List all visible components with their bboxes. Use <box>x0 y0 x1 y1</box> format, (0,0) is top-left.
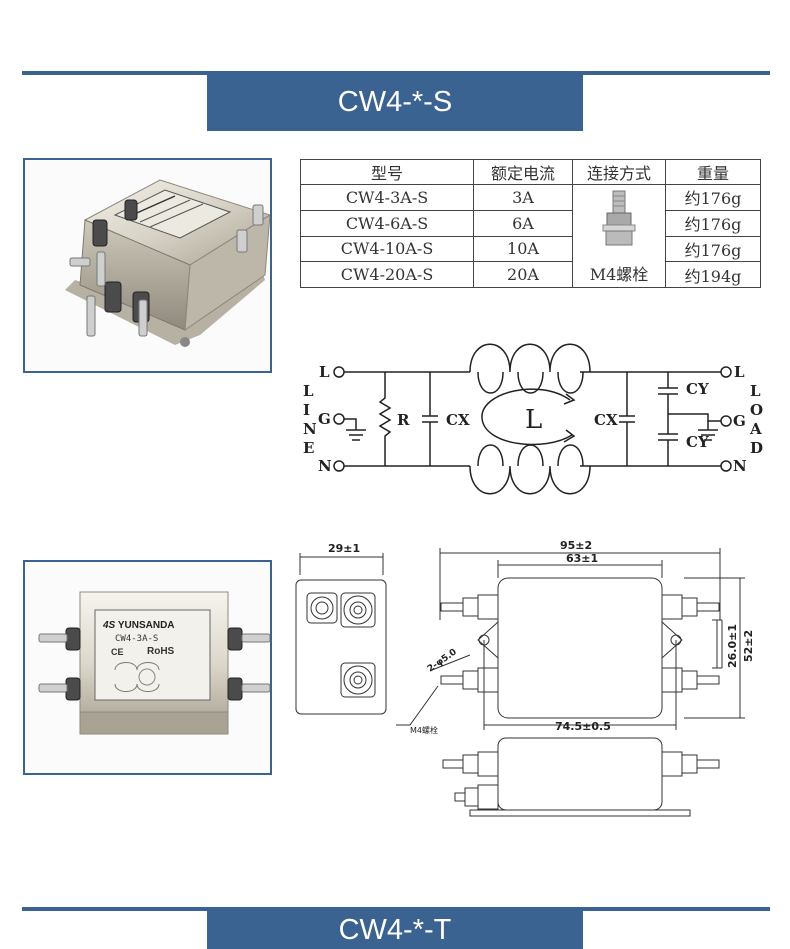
m4-bolt-icon <box>602 190 636 246</box>
brand-name: YUNSANDA <box>117 620 175 631</box>
inductor-label: L <box>525 405 542 435</box>
resistor-label: R <box>397 411 410 429</box>
cx-right-label: CX <box>594 411 618 429</box>
terminal-label-G: G <box>318 410 331 428</box>
line-letter: E <box>303 439 314 457</box>
terminal-circle <box>720 366 732 378</box>
label-rohs: RoHS <box>147 646 175 657</box>
cell-weight: 约176g <box>665 184 761 211</box>
circuit-schematic: L I N E L G N L O A D L G N R CX CX CY C… <box>303 343 763 495</box>
cell-connection: M4螺栓 <box>572 184 666 288</box>
dim-total-length: 95±2 <box>560 539 592 552</box>
terminal-label-N: N <box>318 457 332 475</box>
col-header-weight: 重量 <box>665 159 761 185</box>
label-ce: CE <box>111 647 124 657</box>
line-letter: I <box>303 401 310 419</box>
terminal-circle <box>720 415 732 427</box>
cell-weight: 约194g <box>665 261 761 288</box>
next-section-title: CW4-*-T <box>207 909 583 949</box>
label-model: CW4-3A-S <box>115 634 159 644</box>
col-header-model: 型号 <box>300 159 474 185</box>
dim-height-outer: 52±2 <box>742 630 755 662</box>
load-letter: O <box>750 401 763 419</box>
terminal-label-N-load: N <box>733 457 747 475</box>
table-row: CW4-6A-S 6A 约176g <box>300 209 761 237</box>
load-letter: A <box>749 420 762 438</box>
cell-current: 3A <box>473 184 573 211</box>
terminal-circle <box>333 460 345 472</box>
cell-weight: 约176g <box>665 209 761 237</box>
terminal-circle <box>720 460 732 472</box>
dim-body-length: 63±1 <box>566 552 598 565</box>
terminal-label-G-load: G <box>733 412 746 430</box>
cy-bottom-label: CY <box>686 433 709 451</box>
dim-hole-spacing: 74.5±0.5 <box>555 720 611 733</box>
load-letter: L <box>750 382 761 400</box>
cx-left-label: CX <box>446 411 470 429</box>
brand-mark: 4S <box>103 620 116 631</box>
dimension-drawing: 29±1 95±2 63±1 74.5±0.5 2-φ5.0 26.0±1 52… <box>295 539 755 817</box>
cy-top-label: CY <box>686 380 709 398</box>
cell-current: 10A <box>473 235 573 263</box>
cell-current: 6A <box>473 209 573 237</box>
table-row: CW4-10A-S 10A 约176g <box>300 235 761 263</box>
terminal-circle <box>333 366 345 378</box>
table-row: CW4-20A-S 20A 约194g <box>300 261 761 288</box>
bolt-note: M4螺栓 <box>410 725 438 735</box>
cell-model: CW4-10A-S <box>300 235 474 263</box>
dim-width-side: 29±1 <box>328 542 360 555</box>
cell-weight: 约176g <box>665 235 761 263</box>
cell-model: CW4-20A-S <box>300 261 474 288</box>
terminal-label-L: L <box>319 363 330 381</box>
col-header-current: 额定电流 <box>473 159 573 185</box>
connection-label: M4螺栓 <box>589 265 649 284</box>
line-letter: N <box>303 420 317 438</box>
line-letter: L <box>303 382 314 400</box>
cell-model: CW4-6A-S <box>300 209 474 237</box>
product-photo-top: 4S YUNSANDA CW4-3A-S CE RoHS <box>23 560 272 775</box>
spec-table: 型号 额定电流 连接方式 重量 CW4-3A-S 3A M4螺栓 约176g C… <box>300 159 761 288</box>
product-label <box>94 609 211 701</box>
dim-holes: 2-φ5.0 <box>426 647 459 674</box>
load-letter: D <box>750 439 763 457</box>
page-title: CW4-*-S <box>207 73 583 131</box>
dim-height-inner: 26.0±1 <box>726 624 739 668</box>
table-header-row: 型号 额定电流 连接方式 重量 <box>300 159 761 185</box>
col-header-connection: 连接方式 <box>572 159 666 185</box>
cell-current: 20A <box>473 261 573 288</box>
cell-model: CW4-3A-S <box>300 184 474 211</box>
terminal-label-L-load: L <box>734 363 745 381</box>
product-photo-angle <box>23 158 272 373</box>
table-row: CW4-3A-S 3A M4螺栓 约176g <box>300 184 761 288</box>
terminal-circle <box>333 413 345 425</box>
